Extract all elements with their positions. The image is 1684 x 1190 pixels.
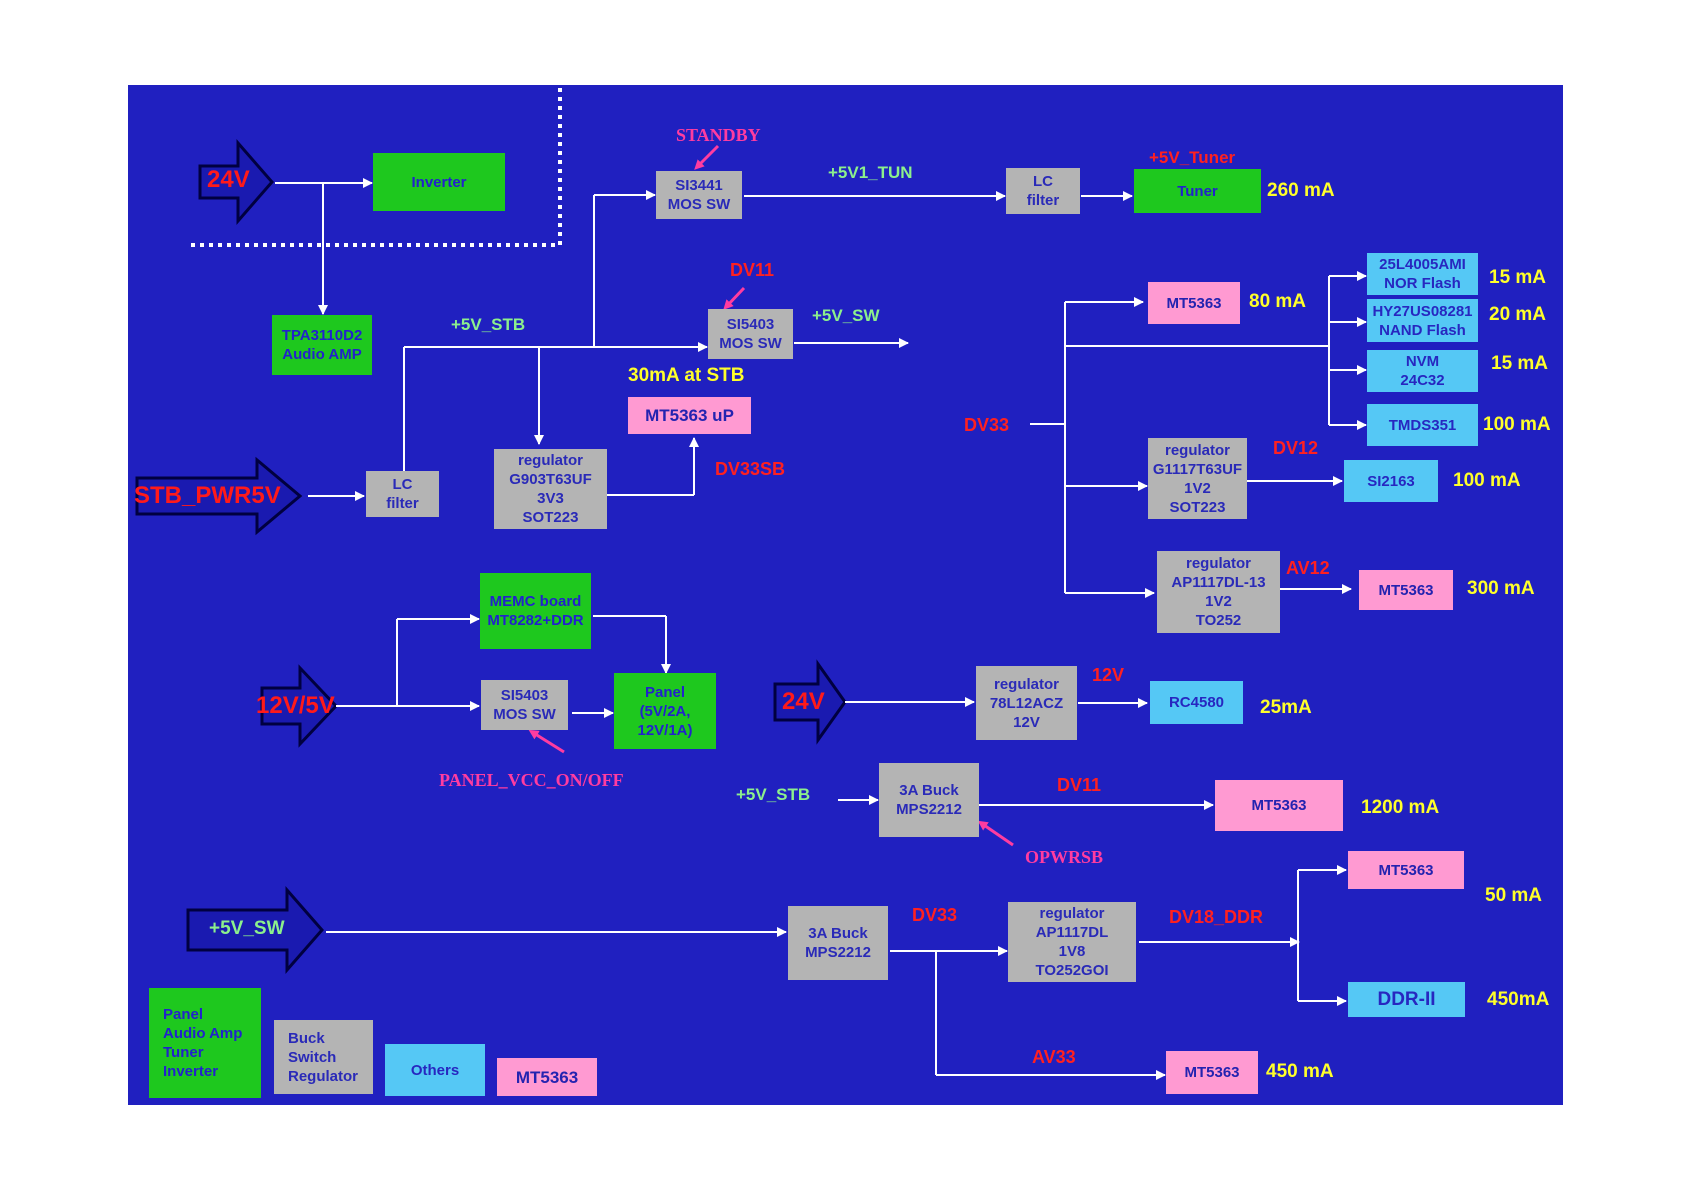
nvm-block: NVM 24C32 [1367,350,1478,392]
legend-blue: Others [385,1044,485,1096]
reg-ap1117-1v8-block: regulator AP1117DL 1V8 TO252GOI [1008,902,1136,982]
current-si2163: 100 mA [1453,470,1521,491]
input-arrow-12v-5v [260,664,339,748]
buck-bottom-block: 3A Buck MPS2212 [788,906,888,980]
legend-gray: Buck Switch Regulator [274,1020,373,1094]
signal-panel-vcc: PANEL_VCC_ON/OFF [439,770,624,790]
current-tmds: 100 mA [1483,414,1551,435]
legend-pink: MT5363 [497,1058,597,1096]
tmds351-block: TMDS351 [1367,404,1478,446]
nand-flash-block: HY27US08281 NAND Flash [1367,299,1478,342]
rail-av33: AV33 [1032,1047,1076,1067]
mt5363-300-block: MT5363 [1359,570,1453,610]
rail-5v-sw: +5V_SW [812,306,880,325]
current-rc4580: 25mA [1260,697,1312,718]
rail-12v: 12V [1092,665,1125,685]
wires [275,178,1367,1080]
signal-opwrsb: OPWRSB [1025,847,1104,867]
input-label-24v-top: 24V [207,166,250,193]
rail-dv12: DV12 [1273,438,1319,458]
current-mt5363-1200: 1200 mA [1361,797,1440,818]
rail-av12: AV12 [1286,558,1330,578]
mt5363-80-block: MT5363 [1148,282,1240,324]
memc-board-block: MEMC board MT8282+DDR [480,573,591,649]
mt5363-up-block: MT5363 uP [628,397,751,434]
current-nvm: 15 mA [1491,353,1549,374]
inverter-block: Inverter [373,153,505,211]
si5403-top-block: SI5403 MOS SW [708,309,793,359]
rail-dv33-bottom: DV33 [912,905,958,925]
current-mt5363-450: 450 mA [1266,1061,1334,1082]
input-label-stb-pwr5v: STB_PWR5V [134,482,281,509]
tuner-block: Tuner [1134,169,1261,213]
rail-dv33sb: DV33SB [715,459,786,479]
input-arrow-24v-top [198,138,274,226]
current-mt5363-50: 50 mA [1485,885,1543,906]
current-mt5363-300: 300 mA [1467,578,1535,599]
ddr2-block: DDR-II [1348,982,1465,1017]
rail-5v1-tun: +5V1_TUN [828,163,913,182]
nor-flash-block: 25L4005AMI NOR Flash [1367,253,1478,295]
rc4580-block: RC4580 [1150,681,1243,724]
reg-78l12-block: regulator 78L12ACZ 12V [976,666,1077,740]
si2163-block: SI2163 [1344,460,1438,502]
rail-dv33-main: DV33 [964,415,1010,435]
si3441-block: SI3441 MOS SW [656,171,742,219]
input-label-12v-5v: 12V/5V [256,692,335,719]
input-label-5v-sw: +5V_SW [209,918,285,939]
buck-top-block: 3A Buck MPS2212 [879,763,979,837]
rail-5v-stb-2: +5V_STB [736,785,811,804]
rail-5v-tuner: +5V_Tuner [1149,148,1236,167]
current-nor: 15 mA [1489,267,1547,288]
current-mt5363-80: 80 mA [1249,291,1307,312]
current-tuner: 260 mA [1267,180,1335,201]
panel-block: Panel (5V/2A, 12V/1A) [614,673,716,749]
input-arrow-5v-sw [186,886,324,974]
reg-ap1117-13-block: regulator AP1117DL-13 1V2 TO252 [1157,551,1280,633]
current-stb: 30mA at STB [628,365,745,386]
legend-green: Panel Audio Amp Tuner Inverter [149,988,261,1098]
mt5363-450-block: MT5363 [1166,1051,1258,1094]
mt5363-50-block: MT5363 [1348,851,1464,889]
tpa3110d2-block: TPA3110D2 Audio AMP [272,315,372,375]
input-arrow-24v-mid [773,659,847,745]
si5403-bottom-block: SI5403 MOS SW [481,680,568,730]
rail-dv18-ddr: DV18_DDR [1169,907,1264,927]
input-label-24v-mid: 24V [782,688,825,715]
current-nand: 20 mA [1489,304,1547,325]
mt5363-1200-block: MT5363 [1215,780,1343,831]
signal-standby: STANDBY [676,125,761,145]
current-ddr2: 450mA [1487,989,1550,1010]
isolation-boundary [187,88,562,247]
reg-g1117-block: regulator G1117T63UF 1V2 SOT223 [1148,438,1247,519]
lc-filter-tun-block: LC filter [1006,168,1080,214]
reg-g903-block: regulator G903T63UF 3V3 SOT223 [494,449,607,529]
rail-dv11-top: DV11 [730,260,775,280]
input-arrow-stb-pwr5v [135,456,303,536]
rail-5v-stb: +5V_STB [451,315,526,334]
lc-filter-stb-block: LC filter [366,471,439,517]
rail-dv11-bottom: DV11 [1057,775,1102,795]
signal-pointers [528,144,1014,847]
